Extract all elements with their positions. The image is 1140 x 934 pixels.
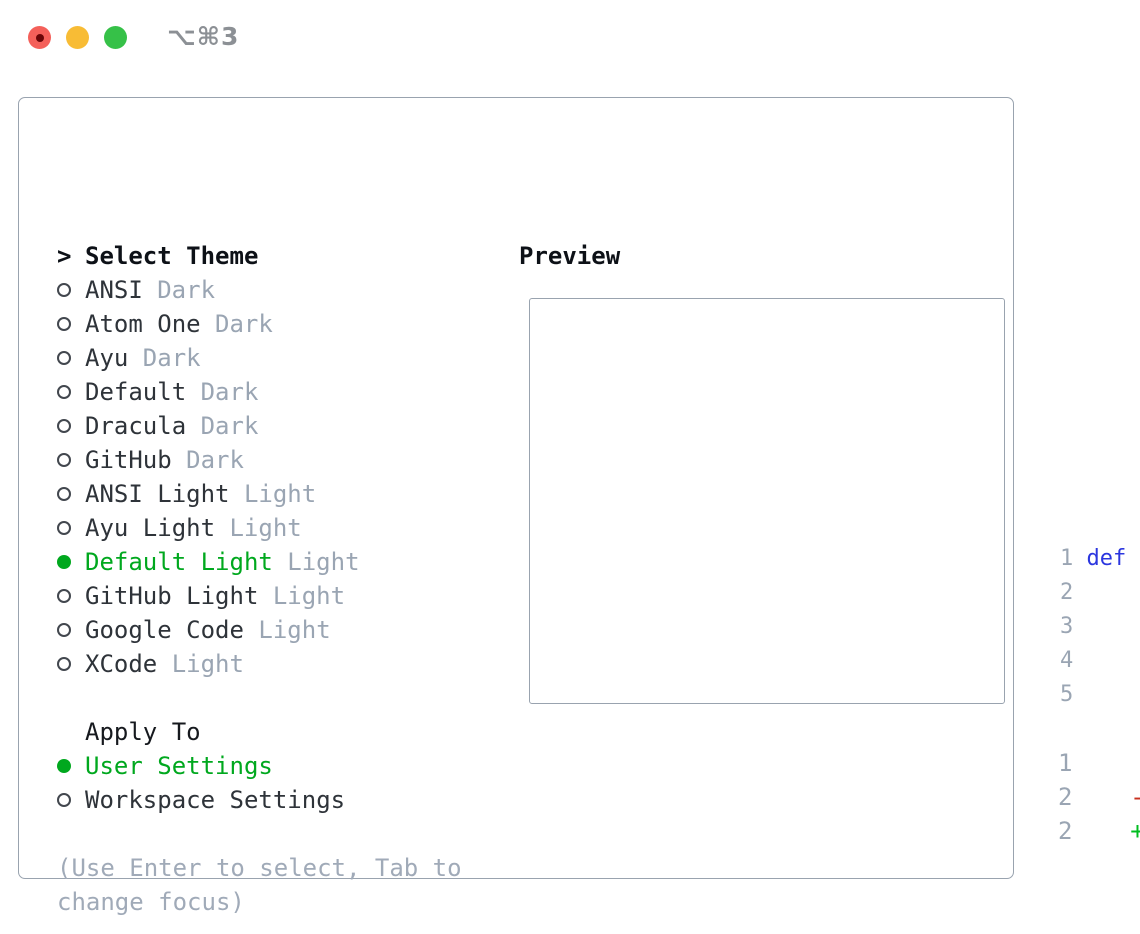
- window-title: ⌥⌘3: [167, 22, 240, 51]
- spacer-row: [57, 681, 462, 715]
- close-button[interactable]: [28, 26, 51, 49]
- help-hint-line1: (Use Enter to select, Tab to: [57, 854, 462, 882]
- radio-icon: [57, 351, 85, 365]
- preview-code-block: 1 def fibonacci(n): 2 a, b = 0, 1 3 for …: [1060, 542, 1140, 712]
- radio-icon: [57, 521, 85, 535]
- diff-context-line: 1 This is a context line.: [1058, 749, 1073, 777]
- radio-icon: [57, 793, 85, 807]
- code-line: 2 a, b = 0, 1: [1060, 580, 1140, 605]
- preview-box: 1 def fibonacci(n): 2 a, b = 0, 1 3 for …: [529, 298, 1140, 845]
- select-theme-header-label: Select Theme: [85, 242, 259, 270]
- code-line: 1 def fibonacci(n):: [1060, 546, 1140, 571]
- radio-selected-icon: [57, 759, 85, 773]
- radio-icon: [57, 657, 85, 671]
- apply-to-header-label: Apply To: [85, 718, 201, 746]
- spacer-row: [57, 817, 462, 851]
- radio-icon: [57, 283, 85, 297]
- preview-header: Preview: [519, 242, 621, 270]
- radio-icon: [57, 589, 85, 603]
- radio-icon: [57, 385, 85, 399]
- radio-selected-icon: [57, 555, 85, 569]
- radio-icon: [57, 453, 85, 467]
- code-line: 5 return a: [1060, 682, 1140, 707]
- zoom-button[interactable]: [104, 26, 127, 49]
- diff-deleted-line: 2 - This line was deleted.: [1058, 783, 1140, 811]
- diff-added-line: 2 + This line was added.: [1058, 817, 1140, 845]
- radio-icon: [57, 487, 85, 501]
- minimize-button[interactable]: [66, 26, 89, 49]
- traffic-lights: [28, 26, 127, 49]
- help-hint-line2: change focus): [57, 888, 245, 916]
- preview-diff-block: 1 This is a context line. 2 - This line …: [1058, 746, 1140, 848]
- radio-icon: [57, 623, 85, 637]
- apply-option-user-settings[interactable]: User Settings: [57, 749, 462, 783]
- radio-icon: [57, 419, 85, 433]
- radio-icon: [57, 317, 85, 331]
- code-line: 3 for _ in range(n):: [1060, 614, 1140, 639]
- code-line: 4 a, b = b, a + b: [1060, 648, 1074, 673]
- apply-to-header: Apply To: [57, 715, 462, 749]
- apply-option-workspace-settings[interactable]: Workspace Settings: [57, 783, 462, 817]
- select-theme-header: > Select Theme: [57, 239, 462, 273]
- cursor-marker: >: [57, 239, 85, 273]
- prompt-icon: >: [57, 242, 72, 270]
